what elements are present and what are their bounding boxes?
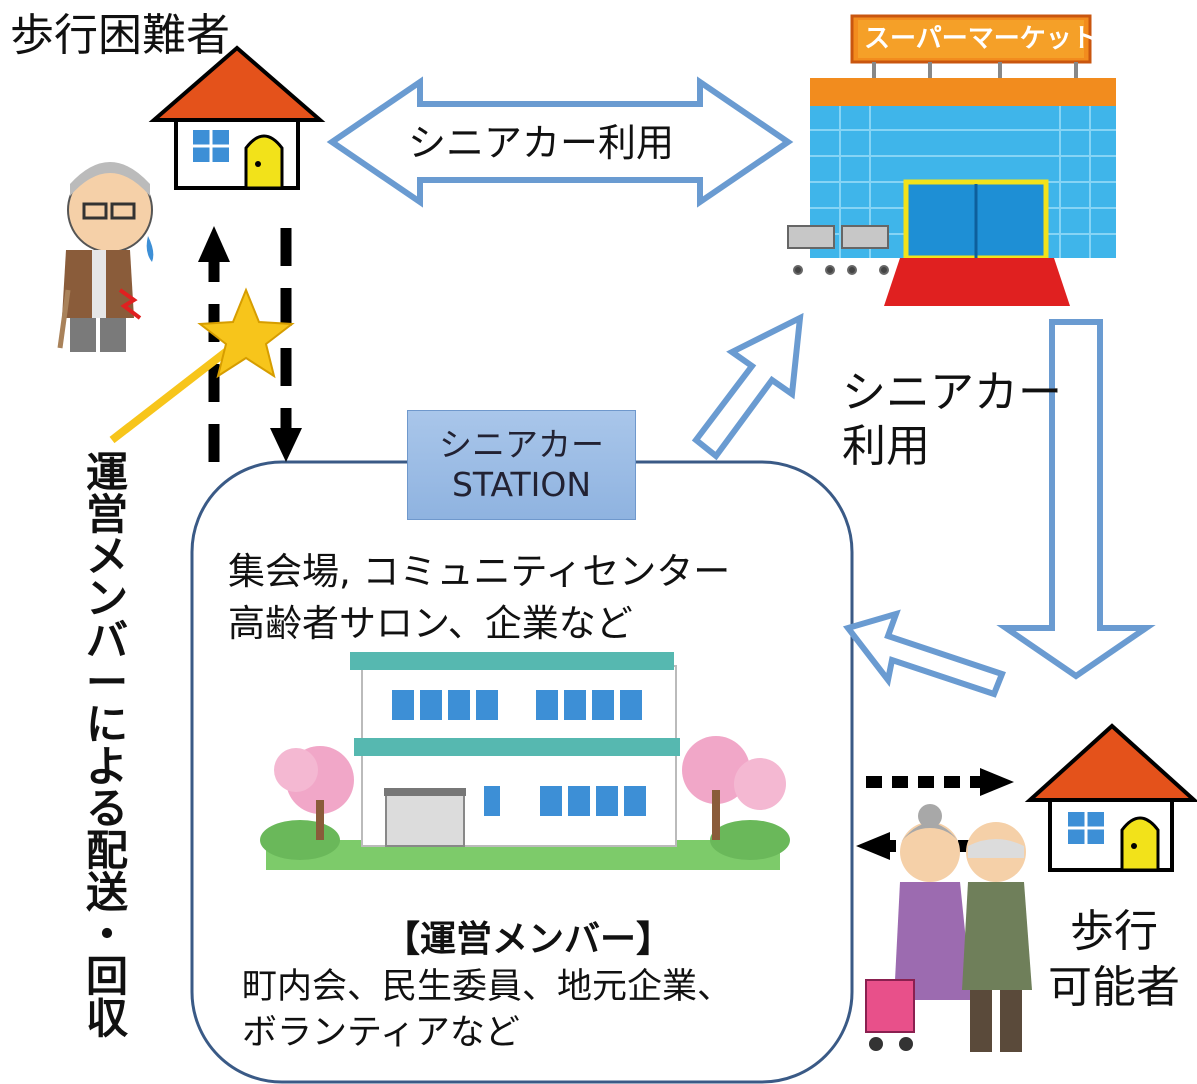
difficult-walker-label: 歩行困難者 [10,10,230,61]
delivery-char: ・ [85,910,128,959]
able-walker-label: 歩行 可能者 [1048,904,1180,1016]
station-line1: シニアカー [439,425,604,464]
arrow-down-right [996,319,1156,680]
operators-text: 町内会、民生委員、地元企業、 ボランティアなど [242,964,732,1056]
double-arrow-top [326,76,794,208]
venues-text: 集会場, コミュニティセンター 高齢者サロン、企業など [228,546,730,650]
delivery-char: 送 [85,868,128,917]
station-label-box: シニアカー STATION [407,410,636,520]
venues-line1: 集会場, コミュニティセンター [228,550,731,593]
delivery-char: ー [85,658,128,707]
elderly-person-icon [57,162,154,352]
delivery-char: に [85,700,128,749]
supermarket-sign: スーパーマーケット [864,24,1098,54]
arrowhead-down [270,428,302,462]
arrow-to-station [842,609,1006,698]
operators-line1: 町内会、民生委員、地元企業、 [242,967,733,1007]
delivery-char: 回 [85,952,128,1001]
station-line2: STATION [451,465,592,504]
elderly-couple-icon [865,804,1032,1052]
delivery-char: よ [85,742,128,791]
community-building-icon [260,652,790,870]
star-icon [197,287,295,379]
operators-line2: ボランティアなど [242,1013,520,1053]
delivery-pointer-line [109,340,239,444]
able-walker-line2: 可能者 [1048,962,1180,1013]
delivery-char: ン [85,574,128,623]
senior-car-use-top-label: シニアカー利用 [408,121,675,165]
house-icon [148,45,326,190]
tree-icon [274,736,786,840]
arrowhead-up [198,226,230,262]
supermarket-icon [787,14,1116,306]
delivery-char: 収 [85,994,128,1043]
arrow-up-to-supermarket [691,312,804,461]
delivery-char: 営 [85,490,128,539]
senior-car-use-right-line1: シニアカー [842,367,1062,418]
delivery-char: メ [85,532,128,581]
senior-car-use-right-line2: 利用 [842,421,930,472]
delivery-char: 運 [85,448,128,497]
operators-heading: 【運営メンバー】 [384,919,673,960]
delivery-char: 配 [85,826,128,875]
venues-line2: 高齢者サロン、企業など [228,602,633,645]
shopping-cart-icon [787,225,889,275]
delivery-char: る [85,784,128,833]
senior-car-use-right-label: シニアカー 利用 [842,366,1062,474]
delivery-char: バ [85,616,128,665]
arrowhead-left [856,832,890,860]
delivery-vertical-label: 運 営 メ ン バ ー に よ る 配 送 ・ 回 収 [82,452,132,1040]
house-icon-2 [1024,723,1197,872]
able-walker-line1: 歩行 [1070,906,1158,957]
arrowhead-right [980,768,1014,796]
